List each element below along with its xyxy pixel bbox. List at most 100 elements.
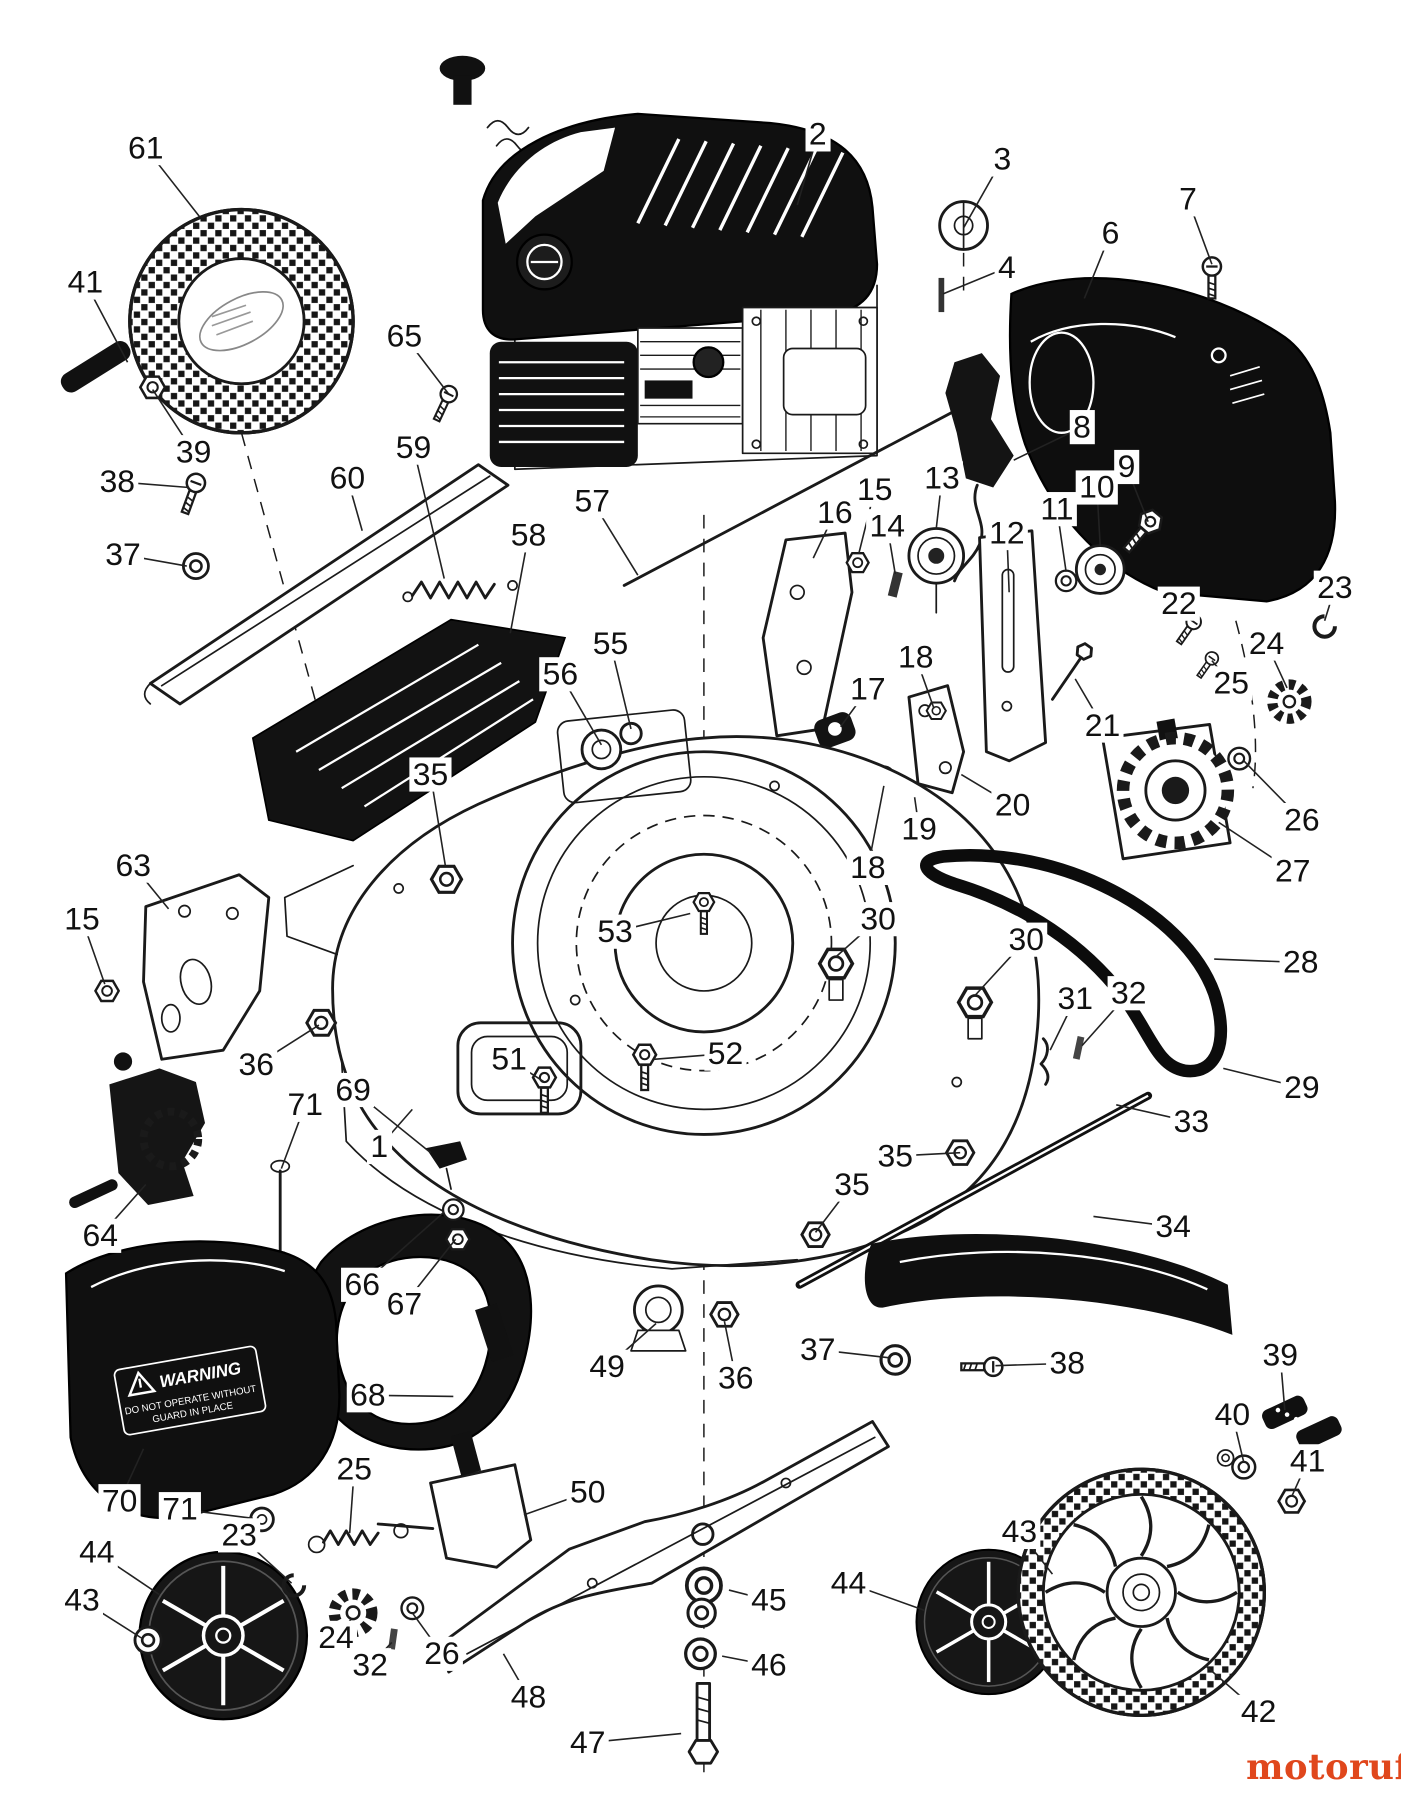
part-callout-27: 27 (1271, 854, 1314, 889)
part-callout-36: 36 (714, 1361, 757, 1396)
part-callout-67: 67 (383, 1287, 426, 1322)
part-callout-44: 44 (827, 1566, 870, 1601)
part-callout-2: 2 (805, 117, 831, 152)
part-callout-17: 17 (846, 672, 890, 707)
clevis-pin (887, 571, 903, 598)
part-callout-35: 35 (830, 1167, 874, 1202)
part-callout-18: 18 (894, 640, 937, 675)
drive-belt (920, 849, 1228, 1078)
part-callout-28: 28 (1279, 945, 1322, 980)
part-callout-3: 3 (990, 142, 1015, 177)
part-callout-50: 50 (566, 1475, 609, 1510)
part-callout-7: 7 (1175, 182, 1201, 217)
part-callout-42: 42 (1237, 1694, 1280, 1730)
part-callout-11: 11 (1037, 492, 1077, 527)
part-callout-70: 70 (98, 1484, 141, 1519)
part-callout-38: 38 (1046, 1346, 1089, 1381)
part-callout-56: 56 (539, 657, 582, 692)
part-callout-49: 49 (585, 1349, 629, 1384)
part-callout-45: 45 (747, 1583, 790, 1618)
mower-blade (438, 1420, 890, 1674)
front-wheel (128, 207, 355, 435)
height-adjuster-right (1101, 718, 1235, 861)
part-callout-31: 31 (1054, 981, 1097, 1016)
part-callout-57: 57 (571, 484, 614, 519)
part-callout-35: 35 (874, 1139, 917, 1174)
handle-grip-pads (1262, 1395, 1342, 1450)
part-callout-51: 51 (487, 1042, 531, 1077)
part-callout-36: 36 (235, 1047, 278, 1083)
part-callout-68: 68 (346, 1378, 390, 1413)
part-callout-71: 71 (158, 1492, 202, 1527)
part-callout-14: 14 (866, 509, 909, 544)
part-callout-26: 26 (1280, 802, 1324, 838)
part-callout-48: 48 (507, 1680, 550, 1715)
part-callout-40: 40 (1211, 1397, 1254, 1432)
adjuster-spring-25 (307, 1529, 380, 1554)
part-callout-30: 30 (1005, 922, 1048, 957)
part-callout-13: 13 (920, 461, 964, 496)
part-callout-53: 53 (593, 914, 637, 949)
rope-guide-69 (425, 1141, 467, 1190)
part-callout-32: 32 (1107, 976, 1150, 1011)
rear-skirt (864, 1233, 1233, 1335)
part-callout-66: 66 (341, 1267, 384, 1302)
part-callout-10: 10 (1075, 470, 1119, 505)
part-callout-46: 46 (747, 1648, 790, 1683)
part-callout-24: 24 (1245, 626, 1288, 661)
part-callout-43: 43 (60, 1583, 104, 1618)
part-callout-63: 63 (112, 848, 155, 883)
part-callout-23: 23 (1313, 570, 1357, 605)
brake-linkage (905, 684, 966, 799)
part-callout-39: 39 (172, 435, 215, 470)
spring-clip-31 (1039, 1037, 1050, 1086)
part-callout-8: 8 (1069, 410, 1095, 445)
part-callout-60: 60 (326, 461, 369, 496)
part-callout-71: 71 (284, 1087, 327, 1122)
part-callout-18: 18 (846, 850, 890, 886)
part-callout-52: 52 (704, 1036, 747, 1071)
part-callout-59: 59 (392, 430, 435, 465)
part-callout-16: 16 (813, 495, 857, 530)
carriage-bolt-21 (1051, 642, 1093, 701)
engine-mount-30a (817, 947, 855, 1001)
part-callout-20: 20 (991, 788, 1034, 823)
part-callout-29: 29 (1280, 1070, 1324, 1105)
handle-lower-tube (795, 1091, 1153, 1289)
watermark-brand[interactable]: motoruf (1246, 1747, 1401, 1789)
height-adjuster-left (69, 1052, 206, 1209)
part-callout-58: 58 (507, 518, 550, 553)
left-bracket (142, 873, 271, 1061)
blade-bolt-47 (687, 1682, 719, 1765)
part-callout-41: 41 (1286, 1444, 1329, 1479)
part-callout-30: 30 (857, 902, 900, 937)
part-callout-69: 69 (331, 1072, 375, 1108)
part-callout-39: 39 (1259, 1338, 1302, 1373)
part-callout-61: 61 (124, 130, 167, 166)
part-callout-55: 55 (589, 626, 632, 661)
part-callout-43: 43 (998, 1514, 1041, 1550)
part-callout-22: 22 (1157, 586, 1201, 621)
part-callout-4: 4 (994, 250, 1020, 285)
wheel-bracket-50 (376, 1430, 533, 1569)
part-callout-64: 64 (79, 1218, 122, 1253)
part-callout-12: 12 (985, 515, 1029, 551)
part-callout-47: 47 (566, 1725, 609, 1760)
part-callout-37: 37 (796, 1332, 839, 1367)
part-callout-15: 15 (60, 902, 104, 937)
part-callout-35: 35 (409, 757, 452, 792)
part-callout-25: 25 (1210, 666, 1253, 701)
watermark: motoruf.de (1246, 1747, 1401, 1788)
part-callout-9: 9 (1114, 449, 1139, 485)
part-callout-6: 6 (1098, 216, 1123, 251)
part-callout-34: 34 (1152, 1209, 1195, 1244)
part-callout-21: 21 (1081, 708, 1124, 743)
part-callout-41: 41 (64, 265, 107, 300)
engine-assembly (439, 55, 879, 471)
part-callout-15: 15 (853, 472, 896, 507)
part-callout-32: 32 (349, 1648, 392, 1683)
